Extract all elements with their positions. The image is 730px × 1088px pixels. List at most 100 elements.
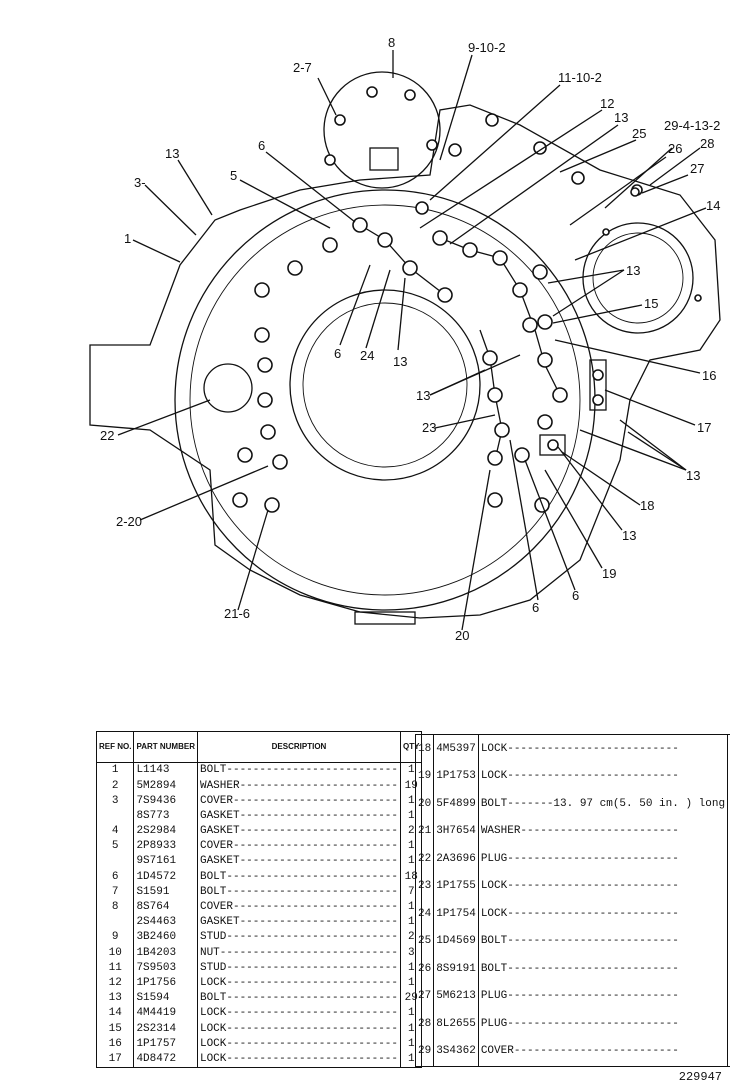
header-description: DESCRIPTION [196,731,401,763]
part-number-cell: 7S9436 [133,793,198,809]
callout-label: 13 [622,528,636,543]
filler-cell [400,1066,422,1068]
ref-no-cell: 17 [95,1051,134,1067]
bottom-boss [354,611,416,625]
description-cell: STUD-------------------------- [196,960,401,976]
ref-no-cell: 26 [414,955,434,983]
part-number-cell: 1P1757 [133,1036,198,1052]
callout-label: 8 [388,35,395,50]
callout-label: 24 [360,348,374,363]
ref-no-cell: 3 [95,793,134,809]
callout-label: 13 [614,110,628,125]
ref-no-cell: 2 [95,778,134,794]
part-number-cell: 4M4419 [133,1006,198,1022]
qty-cell: 1 [727,982,730,1011]
description-cell: LOCK-------------------------- [196,1036,401,1052]
callout-label: 6 [334,346,341,361]
part-number-cell: 1P1753 [433,762,479,791]
part-number-cell: 3B2460 [133,930,198,946]
callout-label: 6 [532,600,539,615]
callout-label: 15 [644,296,658,311]
qty-cell: 13 [727,817,730,846]
qty-cell: 2 [727,927,730,956]
ref-no-cell: 15 [95,1021,134,1037]
filler-cell [727,1065,730,1067]
part-number-cell: 1D4569 [433,927,479,956]
plug-opening [203,363,253,413]
callout-label: 20 [455,628,469,643]
part-number-cell: 1P1754 [433,900,479,928]
ref-no-cell: 16 [95,1036,134,1052]
flange-outer-circle [174,189,596,611]
callout-label: 6 [258,138,265,153]
description-cell: GASKET------------------------ [196,914,401,931]
callout-label: 11-10-2 [558,70,602,85]
description-cell: GASKET------------------------ [196,854,401,870]
callout-label: 12 [600,96,614,111]
description-cell: COVER------------------------- [477,1037,728,1066]
ref-no-cell: 5 [95,838,134,855]
description-cell: BOLT-------------------------- [477,955,728,983]
description-cell: LOCK-------------------------- [477,762,728,791]
part-number-cell: 8S773 [133,808,198,824]
part-number-cell: 2S2314 [133,1021,198,1037]
top-cover-circle [323,71,441,189]
lock-plate-rect [539,434,566,456]
callout-label: 26 [668,141,682,156]
qty-cell: 1 [727,845,730,873]
callout-label: 3- [134,175,146,190]
description-cell: PLUG-------------------------- [477,1010,728,1038]
side-bore-outer [582,222,694,334]
part-number-cell: 4D8472 [133,1051,198,1067]
callout-label: 17 [697,420,711,435]
ref-no-cell: 11 [95,960,134,976]
table-filler-row [414,1065,730,1067]
callout-label: 28 [700,136,714,151]
part-number-cell: 1B4203 [133,945,198,961]
ref-no-cell: 4 [95,823,134,839]
part-number-cell: 2P8933 [133,838,198,855]
ref-no-cell [95,808,134,824]
lock-plate-bolt-row [359,224,446,296]
callout-label: 13 [626,263,640,278]
description-cell: COVER------------------------- [196,838,401,855]
ref-no-cell: 24 [414,900,434,928]
part-number-cell: 2S2984 [133,823,198,839]
description-cell: LOCK-------------------------- [196,975,401,991]
part-number-cell: S1591 [133,884,198,900]
main-bore-inner [302,302,468,468]
description-cell: BOLT-------------------------- [196,884,401,900]
qty-cell: 1 [727,762,730,791]
ref-no-cell: 20 [414,790,434,818]
qty-cell: 1 [727,734,730,763]
callout-label: 22 [100,428,114,443]
table-filler-row [95,1066,422,1068]
ref-no-cell: 28 [414,1010,434,1038]
description-cell: PLUG-------------------------- [477,982,728,1011]
ref-no-cell: 25 [414,927,434,956]
part-number-cell: 4M5397 [433,734,479,763]
part-number-cell: 8S764 [133,899,198,915]
callout-label: 14 [706,198,720,213]
filler-cell [477,1065,728,1067]
description-cell: BOLT-------------------------- [477,927,728,956]
table-header-row: REF NO. PART NUMBER DESCRIPTION QTY [95,731,422,763]
description-cell: LOCK-------------------------- [477,734,728,763]
qty-cell: 2 [727,790,730,818]
ref-no-cell: 21 [414,817,434,846]
top-cover-boss [369,147,399,171]
callout-label: 9-10-2 [468,40,506,55]
header-part-number: PART NUMBER [133,731,198,763]
